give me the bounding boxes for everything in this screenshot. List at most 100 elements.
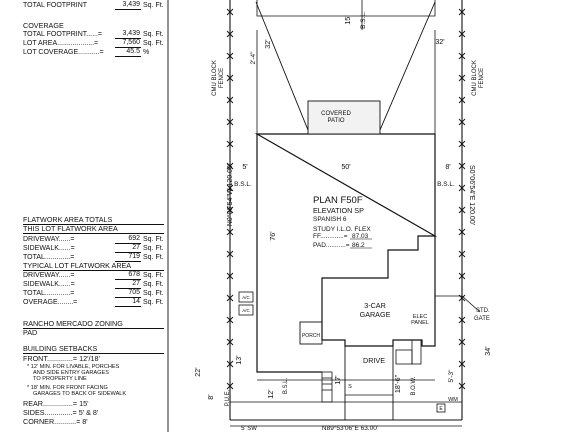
covered-patio-label: COVERED: [321, 111, 351, 117]
fence-tick: [458, 294, 466, 302]
fence-tick: [458, 118, 466, 126]
ac-label: A/C: [242, 295, 250, 300]
rear-setback-line: [256, 0, 436, 17]
bearing-right: S0°06'54"E 120.00': [468, 165, 476, 225]
dim-12: 12': [266, 389, 275, 399]
gate-label: GATE: [474, 316, 490, 322]
drive-label: DRIVE: [363, 356, 385, 365]
elec-panel-label: PANEL: [411, 320, 429, 326]
fence-tick: [226, 8, 234, 16]
flatwork-title: FLATWORK AREA TOTALS: [23, 215, 164, 226]
fence-tick: [226, 96, 234, 104]
fence-tick: [458, 8, 466, 16]
meter-box: [436, 403, 446, 413]
porch-label: PORCH: [302, 333, 320, 339]
front-bsl-label: B.S.L.: [283, 377, 289, 394]
fence-tick: [458, 206, 466, 214]
side-bsl-label: B.S.L.: [234, 181, 252, 188]
house-footprint: [254, 133, 438, 347]
gate-label: STD.: [476, 308, 490, 314]
plan-elevation: ELEVATION SP: [313, 206, 364, 215]
flatwork-row: SIDEWALK......= 27 Sq. Ft.: [23, 280, 164, 290]
equipment-box: [411, 339, 422, 365]
setbacks-title: BUILDING SETBACKS: [23, 344, 164, 355]
fence-tick: [226, 74, 234, 82]
coverage-row: LOT AREA...................= 7,560 Sq. F…: [23, 39, 164, 49]
setback-note: TO PROPERTY LINE: [33, 376, 87, 382]
dim-8: 8': [445, 162, 451, 171]
sidewalk-label: 5' SW: [241, 426, 257, 432]
top-total-footprint-row: TOTAL FOOTPRINT 3,439 Sq. Ft.: [23, 1, 164, 11]
water-meter-label: WM: [448, 397, 458, 403]
bearing-bottom: N89°53'06"E 63.00': [322, 424, 378, 432]
fence-tick: [226, 250, 234, 258]
dim-13: 13': [234, 355, 243, 365]
front-walk: [321, 371, 333, 403]
fence-tick: [458, 52, 466, 60]
fence-tick: [226, 206, 234, 214]
fence-tick: [458, 140, 466, 148]
dim-5-3: 5'-3": [448, 369, 455, 383]
fence-tick: [226, 272, 234, 280]
fence-tick: [458, 74, 466, 82]
setback-note: AND SIDE ENTRY GARAGES: [33, 370, 109, 376]
dim-32: 32': [435, 37, 445, 46]
ff-label: FF.............=: [313, 233, 348, 240]
fence-tick: [458, 338, 466, 346]
gate-leader: [461, 295, 481, 313]
bearing-left: N0°06'54"W 120.00': [226, 164, 234, 226]
setback-rear: REAR...............= 15': [23, 399, 89, 408]
plan-option: STUDY I.L.O. FLEX: [313, 226, 371, 233]
setback-note: * 12' MIN. FOR LIVABLE, PORCHES: [27, 364, 120, 370]
pad-value: 86.2: [352, 242, 365, 249]
ac-label: A/C: [242, 308, 250, 313]
fence-tick: [226, 118, 234, 126]
setback-note: GARAGES TO BACK OF SIDEWALK: [33, 391, 127, 397]
porch: [299, 321, 323, 345]
zoning-value: PAD: [23, 328, 38, 337]
e-label: E: [439, 406, 443, 412]
flatwork-row: DRIVEWAY......= 678 Sq. Ft.: [23, 271, 164, 281]
covered-patio: [307, 100, 381, 135]
flatwork-row: OVERAGE........= 14 Sq. Ft.: [23, 298, 164, 308]
dim-32: 32': [263, 39, 272, 49]
garage-label: 3-CAR: [364, 301, 386, 310]
setback-front: FRONT.............= 12'/18': [23, 354, 100, 363]
fence-tick: [458, 250, 466, 258]
sewer-label: S: [348, 384, 352, 390]
side-bsl-label: B.S.L.: [437, 181, 455, 188]
fence-label-left: FENCE: [219, 68, 225, 88]
dim-18-6: 18'-6": [393, 374, 402, 393]
coverage-title: COVERAGE: [23, 21, 64, 30]
fence-label-left: CMU BLOCK: [212, 60, 218, 96]
dim-5: 5': [242, 162, 248, 171]
plan-title: PLAN F50F: [313, 195, 363, 206]
plan-style: SPANISH 6: [313, 216, 347, 223]
rear-bsl-label: B.S.L.: [360, 11, 367, 29]
pad-label: PAD...........=: [313, 242, 350, 249]
fence-tick: [458, 30, 466, 38]
fence-tick: [226, 52, 234, 60]
fence-tick: [226, 338, 234, 346]
dim-2-4: 2'-4": [250, 51, 257, 65]
fence-tick: [226, 162, 234, 170]
dim-34: 34': [483, 346, 492, 356]
setback-note: * 18' MIN. FOR FRONT FACING: [27, 385, 108, 391]
flatwork-row: DRIVEWAY......= 692 Sq. Ft.: [23, 235, 164, 245]
dim-50: 50': [341, 162, 351, 171]
fence-label-right: CMU BLOCK: [472, 60, 478, 96]
ac-pad: [238, 304, 254, 316]
bow-label: B.O.W.: [411, 376, 417, 395]
fence-tick: [458, 382, 466, 390]
ac-pad: [238, 291, 254, 303]
dim-22: 22': [193, 367, 202, 377]
dim-rear-15: 15': [343, 15, 352, 25]
equipment-box: [395, 349, 413, 365]
dim-8-pue: 8': [206, 394, 215, 400]
coverage-row: LOT COVERAGE...........= 45.5 %: [23, 48, 150, 58]
covered-patio-label: PATIO: [327, 118, 344, 124]
fence-tick: [226, 382, 234, 390]
fence-tick: [458, 162, 466, 170]
fence-tick: [226, 294, 234, 302]
